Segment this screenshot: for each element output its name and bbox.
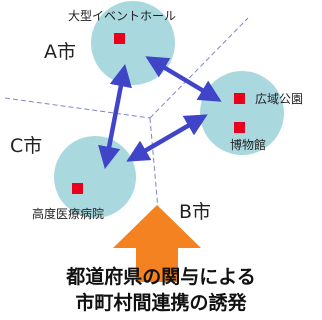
facility-markers <box>72 33 245 194</box>
marker-museum <box>234 122 245 133</box>
marker-park <box>234 93 245 104</box>
boundary-line-ab <box>149 17 249 119</box>
facility-label-hospital: 高度医療病院 <box>32 206 104 221</box>
city-label-c: C市 <box>10 135 42 157</box>
facility-label-park: 広域公園 <box>255 92 303 106</box>
area-circle-c <box>54 136 136 218</box>
cooperation-arrows <box>98 56 222 170</box>
link-arrow-a-c <box>98 63 132 170</box>
boundary-line-ac <box>4 97 151 119</box>
facility-label-museum: 博物館 <box>230 137 266 152</box>
marker-hospital <box>72 183 83 194</box>
prefecture-involvement-arrow <box>113 205 201 282</box>
caption-line-1: 都道府県の関与による <box>65 265 255 288</box>
city-label-b: B市 <box>179 201 211 223</box>
city-label-a: A市 <box>44 41 76 63</box>
link-arrow-a-b <box>145 56 222 102</box>
caption-line-2: 市町村間連携の誘発 <box>75 291 247 314</box>
link-arrow-b-c <box>126 114 208 162</box>
marker-event-hall <box>114 33 125 44</box>
facility-label-event-hall: 大型イベントホール <box>68 9 176 23</box>
